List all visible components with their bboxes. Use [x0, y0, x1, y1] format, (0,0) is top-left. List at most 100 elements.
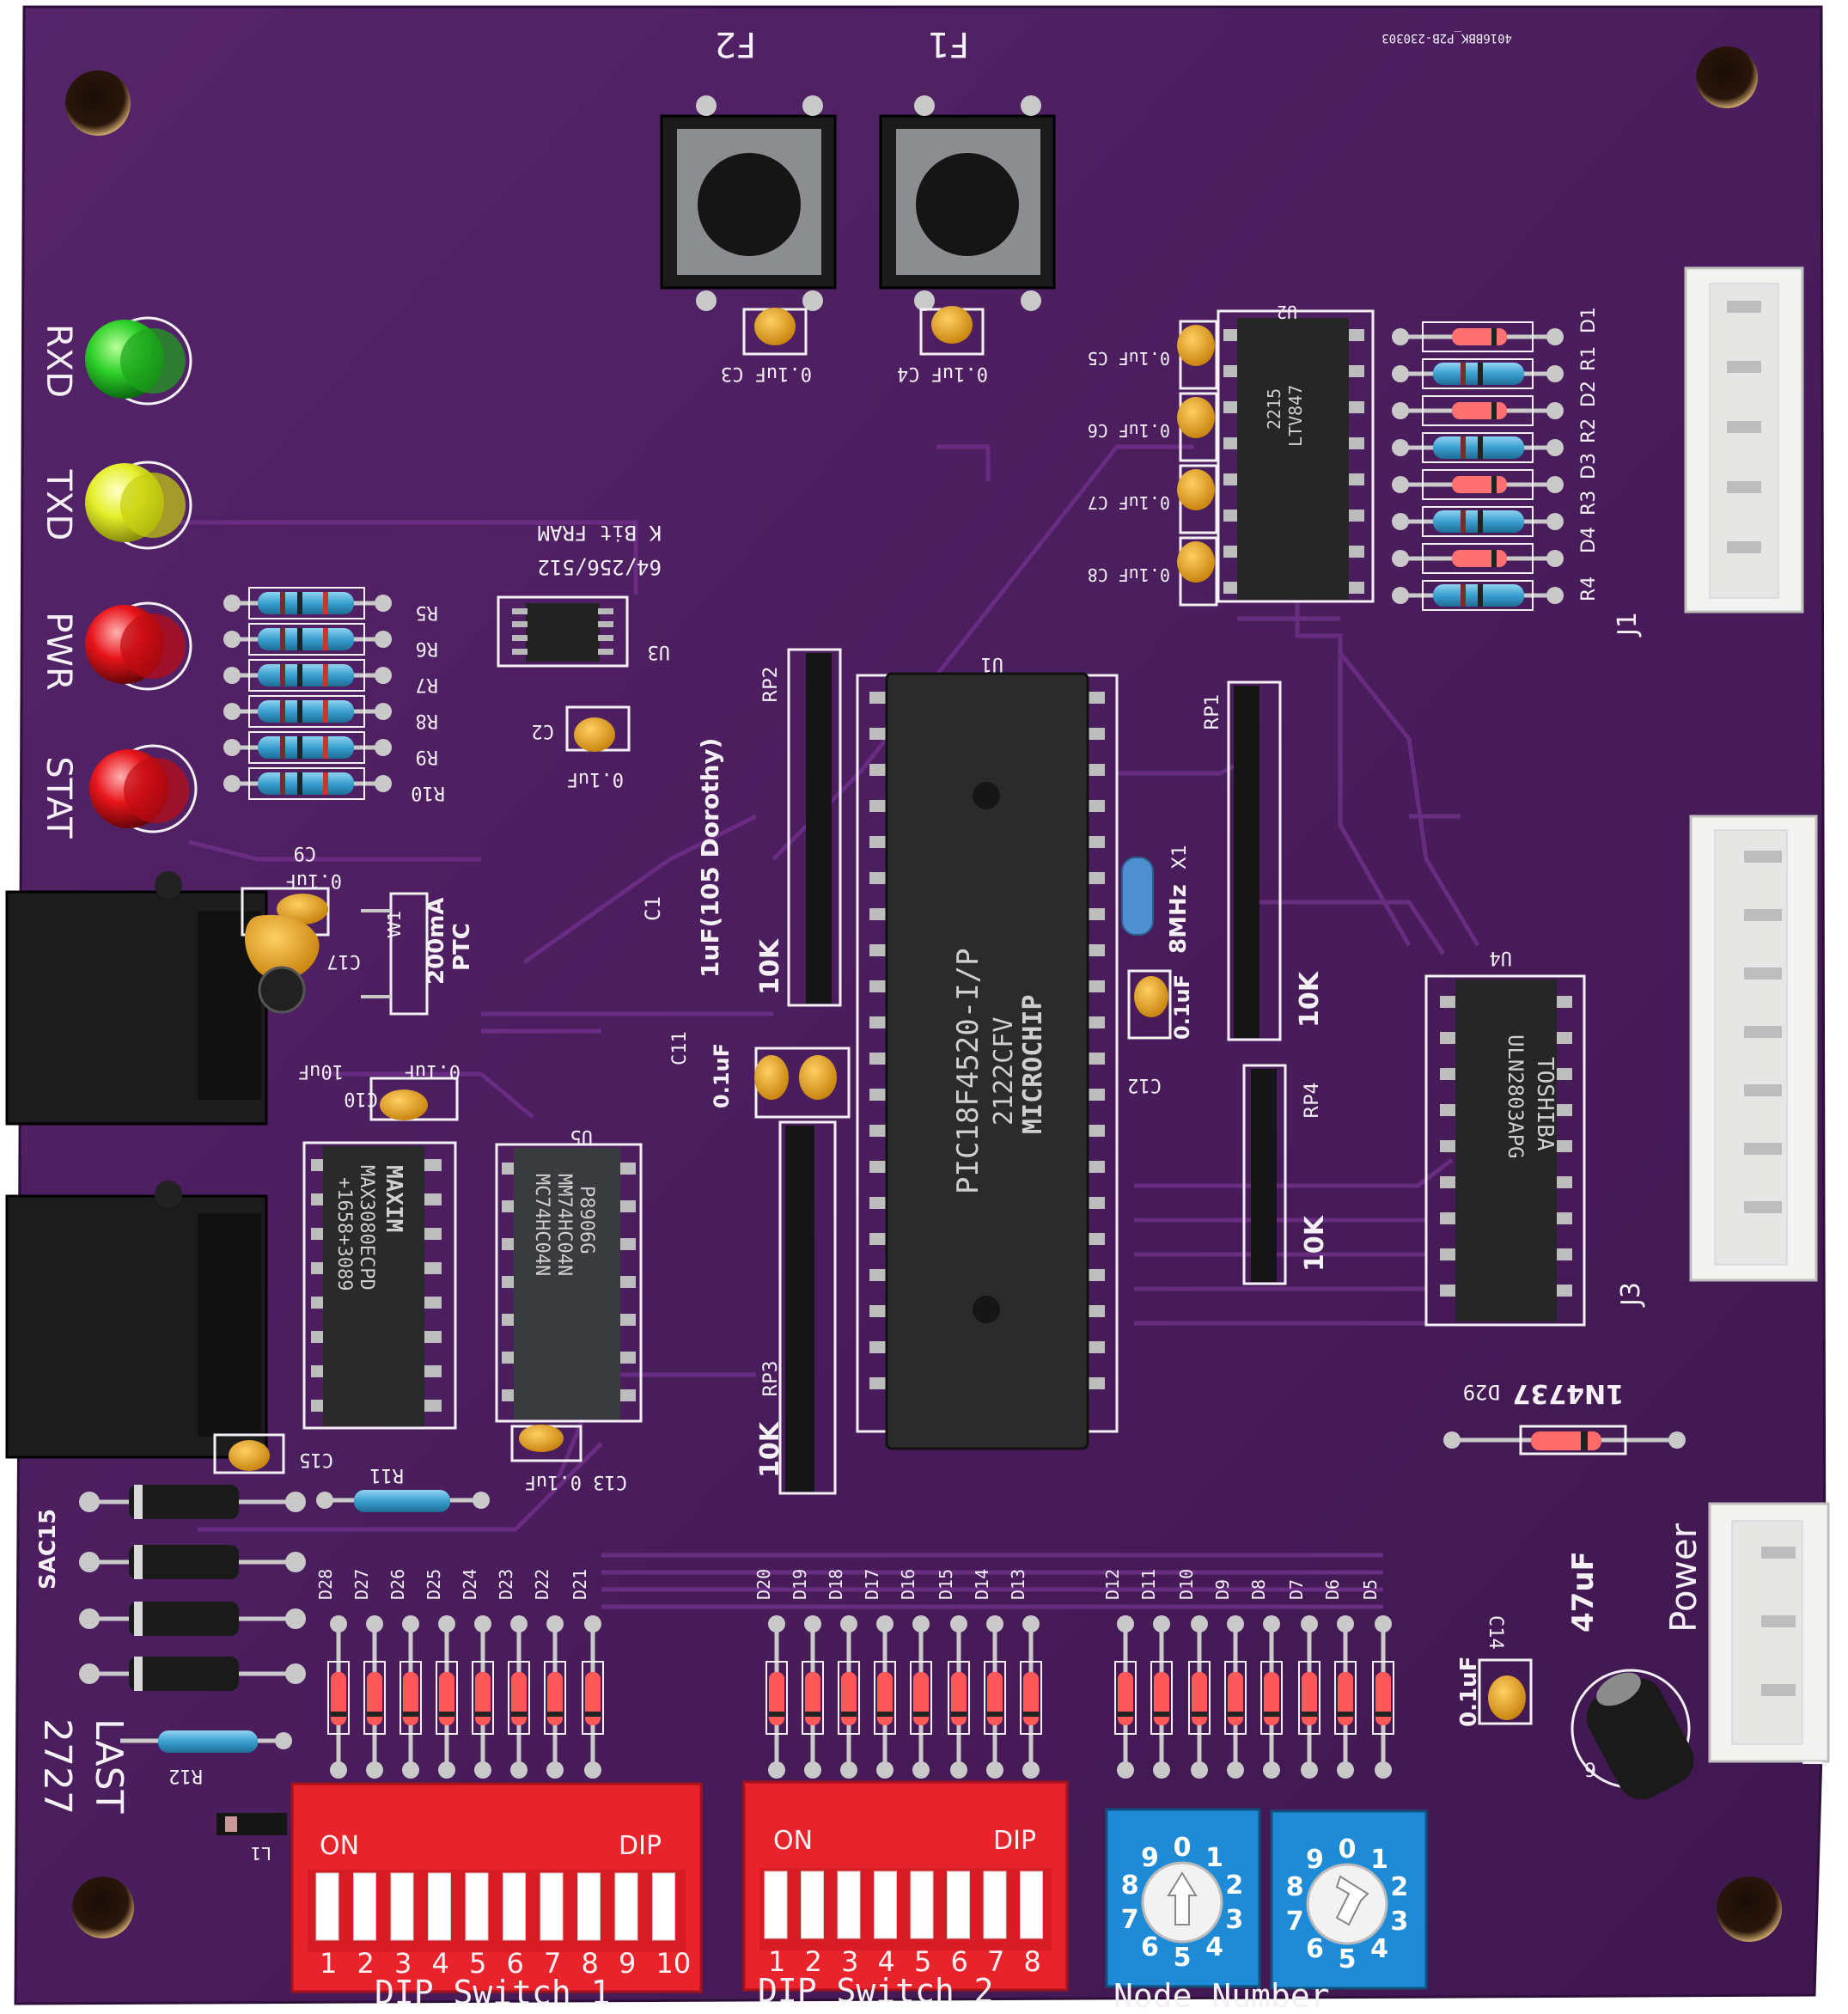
label-c5: 0.1uF C5 [1088, 348, 1170, 369]
dip-number: 5 [914, 1945, 931, 1978]
dip-toggle[interactable] [1020, 1871, 1043, 1939]
label-j3: J3 [1616, 1282, 1646, 1308]
cap-c15 [213, 1433, 285, 1474]
label-u2-line1: 2215 [1264, 388, 1284, 430]
dip1-on-label: ON [320, 1831, 359, 1861]
led-stat [89, 744, 198, 833]
diode-label: D20 [753, 1569, 774, 1600]
diode-label: D15 [936, 1569, 956, 1600]
dip-toggle[interactable] [577, 1872, 601, 1941]
label-u5-line3: MC74HC04N [531, 1174, 552, 1276]
label-u5: U5 [570, 1126, 594, 1147]
rotary-digit: 2 [1390, 1872, 1408, 1902]
label-u6-part: MAX3080ECPD [356, 1165, 377, 1291]
dip-toggle[interactable] [353, 1872, 376, 1941]
ic-u5 [495, 1143, 643, 1423]
label-u1-brand: MICROCHIP [1018, 994, 1048, 1134]
label-u2-line2: LTV847 [1285, 385, 1306, 447]
label-c2: C2 [532, 720, 555, 742]
dip-toggle[interactable] [801, 1871, 824, 1939]
diode-label: D22 [532, 1569, 552, 1600]
dip-toggle[interactable] [465, 1872, 489, 1941]
label-rp4-value: 10K [1300, 1214, 1330, 1272]
rotary-label: Node Number [1113, 1977, 1330, 2014]
rotary-digit: 4 [1370, 1934, 1388, 1964]
dip-toggle[interactable] [947, 1871, 970, 1939]
rotary-digit: 5 [1339, 1944, 1357, 1974]
label-x1-value: 8MHz [1166, 884, 1192, 954]
diode-label: D10 [1176, 1569, 1197, 1600]
diode-label: D7 [1286, 1579, 1307, 1600]
crystal-x1 [1121, 857, 1154, 936]
label-sac15: SAC15 [35, 1509, 61, 1590]
dip2-on-label: ON [773, 1826, 813, 1856]
resistors-r5-r10 [223, 587, 392, 800]
label-rp2-value: 10K [755, 937, 785, 995]
dip-toggle[interactable] [764, 1871, 788, 1939]
rotary-digit: 4 [1205, 1932, 1223, 1962]
mounting-holes [65, 46, 1782, 1942]
dip-toggle[interactable] [503, 1872, 526, 1941]
dip-number: 7 [987, 1945, 1004, 1978]
label-u4: U4 [1490, 947, 1513, 968]
rotary-digit: 0 [1174, 1833, 1192, 1863]
dip-switch-1[interactable] [290, 1782, 703, 1993]
label-j2: J2 [1798, 1742, 1828, 1768]
label-c11: C11 [669, 1031, 691, 1065]
connector-j3 [1689, 815, 1818, 1282]
label-j1: J1 [1613, 612, 1643, 638]
dip-toggle[interactable] [874, 1871, 897, 1939]
cap-c12 [1127, 969, 1172, 1040]
rj45-jack-top [5, 871, 268, 1126]
dip-toggle[interactable] [983, 1871, 1007, 1939]
label-rp3: RP3 [760, 1360, 782, 1397]
dip-toggle[interactable] [614, 1872, 638, 1941]
diode-row-3 [1114, 1615, 1394, 1779]
copper-traces [180, 444, 1480, 1609]
rotary-digit: 1 [1205, 1843, 1223, 1873]
label-c13: C13 0.1uF [525, 1471, 627, 1492]
label-r7: R7 [416, 674, 439, 695]
label-u2: U2 [1277, 302, 1297, 322]
ic-u6 [302, 1141, 457, 1430]
label-c14-value: 0.1uF [1456, 1657, 1482, 1727]
resistor-network-rp4 [1242, 1064, 1287, 1285]
cap-c4 [919, 306, 985, 356]
dip-toggle[interactable] [315, 1872, 339, 1941]
label-47uf: 47uF [1566, 1551, 1601, 1633]
dip-number: 10 [656, 1947, 692, 1980]
label-d29-value: 1N4737 [1513, 1378, 1624, 1408]
diode-label: D5 [1360, 1579, 1381, 1600]
dip-switch-2[interactable] [742, 1780, 1069, 1992]
rotary-digit: 2 [1225, 1871, 1243, 1901]
dip-toggle[interactable] [540, 1872, 564, 1941]
dip-toggle[interactable] [428, 1872, 451, 1941]
dip1-dip-label: DIP [619, 1831, 662, 1861]
label-r11: R11 [369, 1464, 404, 1486]
dip-toggle[interactable] [837, 1871, 861, 1939]
label-rp4: RP4 [1302, 1082, 1323, 1119]
rotary-digit: 9 [1141, 1843, 1159, 1873]
dip-toggle[interactable] [910, 1871, 934, 1939]
diodes-sac15 [79, 1485, 306, 1691]
label-u5-line2: MM74HC04N [553, 1174, 575, 1276]
label-power: Power [1662, 1523, 1705, 1633]
label-u3-fram: K Bit FRAM [538, 521, 662, 545]
diode-label: D18 [826, 1569, 846, 1600]
dip-number: 4 [432, 1947, 449, 1980]
label-c17-value: 10uF [298, 1060, 344, 1082]
label-c11-value: 0.1uF [710, 1043, 734, 1108]
dip-toggle[interactable] [390, 1872, 414, 1941]
cap-c2 [565, 705, 631, 752]
label-c12-value: 0.1uF [1170, 974, 1194, 1040]
diode-label: D12 [1102, 1569, 1123, 1600]
label-last: LAST [87, 1718, 131, 1814]
label-c10: C10 [344, 1088, 378, 1109]
diode-label: D9 [1212, 1579, 1233, 1600]
diode-label: D17 [862, 1569, 882, 1600]
label-ptc-type: PTC [449, 923, 475, 971]
dip-toggle[interactable] [652, 1872, 675, 1941]
label-r8: R8 [416, 710, 439, 731]
